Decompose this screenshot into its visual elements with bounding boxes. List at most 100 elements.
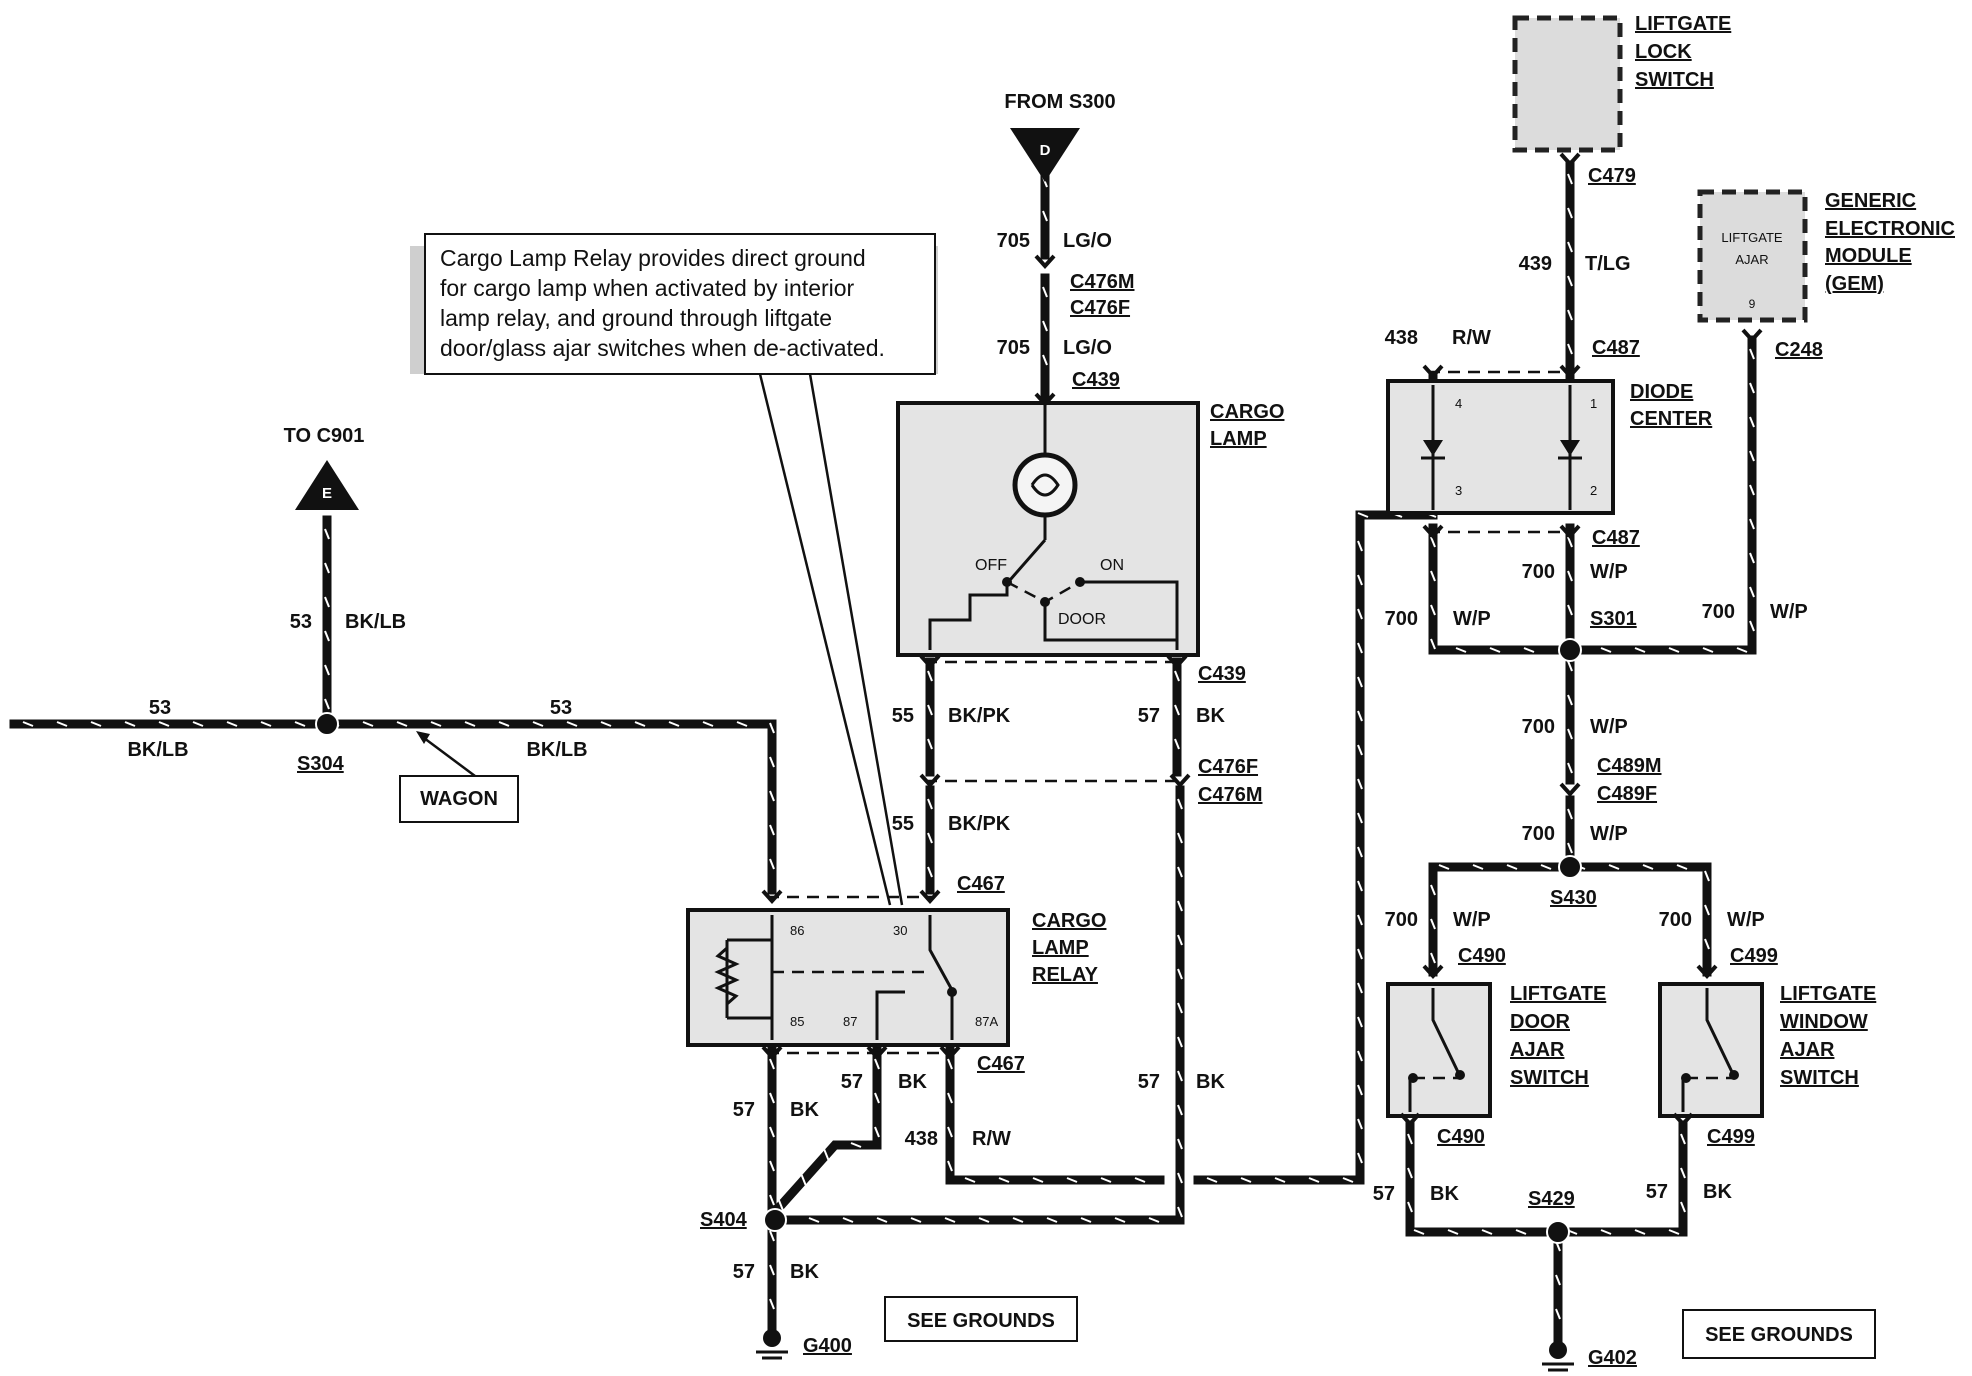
wire-stripe [1567,241,1573,253]
wire-700-diode-color: W/P [1590,561,1628,583]
wire-stripe [1177,1172,1183,1184]
connector-chevron-icon [1559,364,1581,379]
wire-stripe [1100,1177,1112,1183]
wire-stripe [769,722,775,734]
wire-stripe [1357,1084,1363,1096]
wire-stripe [1567,604,1573,616]
connector-chevron-icon [1672,1112,1694,1127]
wire-stripe [1600,1229,1612,1235]
liftgate-window-ajar-switch: LIFTGATE WINDOW AJAR SWITCH [1658,982,1876,1118]
connector-chevron-icon [761,889,783,904]
wire-stripe [1357,512,1369,518]
wire-stripe [1357,1152,1363,1164]
connector-dash-lines [767,370,1575,1055]
to-c901-label: TO C901 [284,425,365,447]
wire-stripe [1357,642,1363,654]
splice-s304-dot [315,712,339,736]
to-c901-destination: TO C901 E [284,425,365,510]
wire-stripe [874,1058,880,1070]
wire-stripe [1357,574,1363,586]
wire-stripe [1567,309,1573,321]
wire-stripe [1177,900,1183,912]
from-s300-label: FROM S300 [1004,91,1115,113]
wire-stripe [947,1058,953,1070]
liftgate-door-ajar-switch: LIFTGATE DOOR AJAR SWITCH [1386,982,1606,1118]
wire-57-lamp-color: BK [1196,705,1225,727]
liftgate-lock-switch: LIFTGATE LOCK SWITCH [1512,13,1731,153]
wire-stripe [1308,1177,1320,1183]
wire-stripe [1177,1138,1183,1150]
wire-stripe [964,1177,976,1183]
connector-chevron-icon [1399,1112,1421,1127]
wire-57-door-circuit: 57 [1373,1183,1395,1205]
note-line-4: door/glass ajar switches when de-activat… [440,335,885,361]
wire-stripe [1481,1229,1493,1235]
connector-chevron-icon [1559,524,1581,539]
wire-stripe [1567,536,1573,548]
wire-stripe [1702,647,1714,653]
splice-s429-label: S429 [1528,1188,1575,1210]
wire-stripe [1567,343,1573,355]
wire-stripe [1430,884,1436,896]
source-arrow-icon [1010,128,1080,182]
note-box [424,233,936,375]
window-ajar-label-3: AJAR [1780,1039,1835,1061]
lock-switch-label-1: LIFTGATE [1635,13,1731,35]
connector-chevron-icon [1559,152,1581,167]
wire-stripe [1342,1177,1354,1183]
wire-stripe [1668,1229,1680,1235]
wire-stripe [1274,1177,1286,1183]
connector-c439-top: C439 [1072,369,1120,391]
splice-s304-label: S304 [297,753,345,775]
wire-stripe [1177,798,1183,810]
wire-stripe [1430,638,1436,650]
connector-c499-bottom: C499 [1707,1126,1755,1148]
wire-stripe [464,721,476,727]
wire-stripe [769,1298,775,1310]
diode-center-label-2: CENTER [1630,408,1713,430]
wire-stripe [944,1217,956,1223]
wire-stripe [842,1217,854,1223]
diode-center: DIODE CENTER 4 1 3 2 [1386,379,1713,515]
wire-57-relay-l-circuit: 57 [733,1099,755,1121]
wire-stripe [927,704,933,716]
wire-stripe [769,1194,775,1206]
door-ajar-label-3: AJAR [1510,1039,1565,1061]
wire-stripe [226,721,238,727]
note-line-1: Cargo Lamp Relay provides direct ground [440,245,866,271]
wire-57-relay-l-color: BK [790,1099,819,1121]
connector-c479: C479 [1588,165,1636,187]
wire-stripe [1749,552,1755,564]
wire-stripe [1600,647,1612,653]
wire-53-up-color: BK/LB [345,611,406,633]
connector-c476f-mid: C476F [1198,756,1258,778]
lamp-on-label: ON [1100,557,1124,574]
connector-c499-top: C499 [1730,945,1778,967]
wire-stripe [324,562,330,574]
wire-stripe [1177,934,1183,946]
wire-stripe [1042,210,1048,222]
wire-stripe [1357,1050,1363,1062]
wire-stripe [808,1217,820,1223]
wire-stripe [1430,604,1436,616]
gem-inner-label-2: AJAR [1735,252,1768,267]
wagon-arrow-icon [416,731,430,744]
wire-stripe [1749,620,1755,632]
wire-700-window-color: W/P [1727,909,1765,931]
wire-stripe [978,1217,990,1223]
wire-stripe [1174,670,1180,682]
wire-439-circuit: 439 [1519,253,1552,275]
from-s300-source: FROM S300 D [1004,91,1116,182]
wire-438-diode-circuit: 438 [1385,327,1418,349]
diode-right-icon [1560,440,1580,456]
wire-stripe [56,721,68,727]
window-ajar-blade-icon [1705,988,1734,1073]
wire-stripe [600,721,612,727]
wire-stripe [1407,1167,1413,1179]
connector-chevron-icon [1169,773,1191,788]
connector-chevron-icon [1034,392,1056,407]
relay-coil-icon [714,946,740,1006]
wire-stripe [736,721,748,727]
wire-705b-color: LG/O [1063,337,1112,359]
wire-stripe [1567,694,1573,706]
